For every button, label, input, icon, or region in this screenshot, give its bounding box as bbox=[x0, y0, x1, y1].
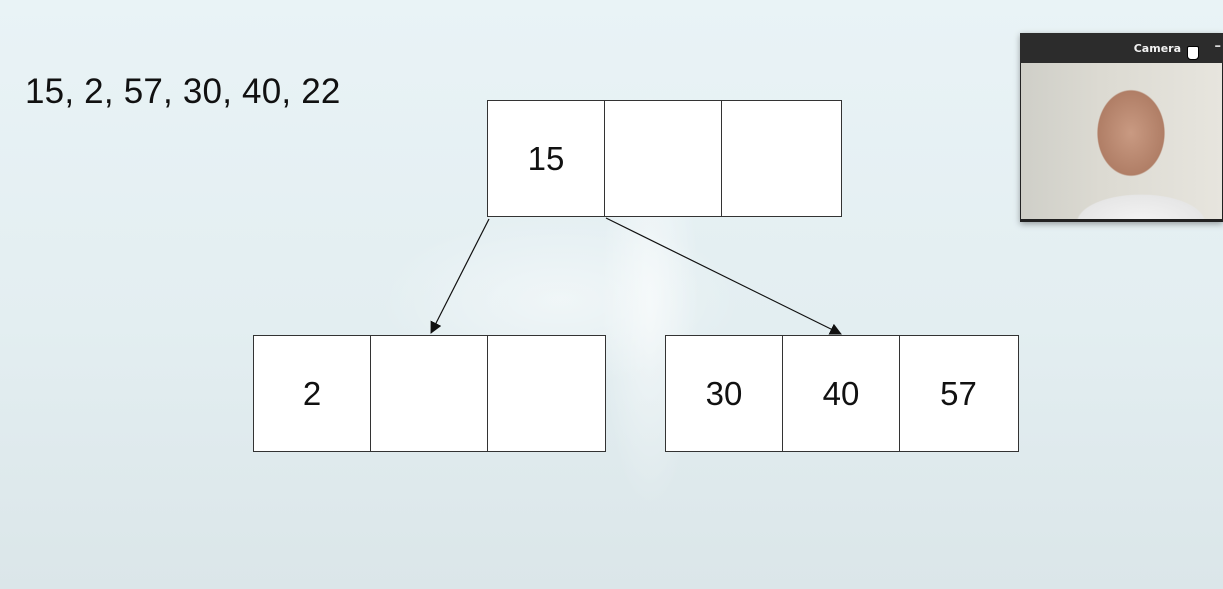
right-key-2: 40 bbox=[783, 336, 900, 451]
minimize-button[interactable]: – bbox=[1214, 39, 1222, 54]
left-key-2 bbox=[371, 336, 488, 451]
right-key-1: 30 bbox=[666, 336, 783, 451]
edge-root-to-right bbox=[605, 217, 842, 335]
root-node: 15 bbox=[487, 100, 842, 217]
insertion-sequence: 15, 2, 57, 30, 40, 22 bbox=[25, 72, 341, 111]
left-key-3 bbox=[488, 336, 605, 451]
camera-title: Camera bbox=[1133, 41, 1181, 55]
root-key-3 bbox=[722, 101, 839, 216]
right-child-node: 30 40 57 bbox=[665, 335, 1019, 452]
right-key-3: 57 bbox=[940, 374, 977, 412]
left-child-node: 2 bbox=[253, 335, 606, 452]
camera-title-bar[interactable]: Camera – bbox=[1020, 33, 1223, 63]
hand-cursor-icon bbox=[1187, 46, 1199, 60]
camera-video-feed bbox=[1021, 63, 1222, 219]
camera-window[interactable]: Camera – bbox=[1020, 33, 1223, 222]
root-key-2 bbox=[605, 101, 722, 216]
left-key-1: 2 bbox=[254, 336, 371, 451]
root-key-1: 15 bbox=[488, 101, 605, 216]
edge-root-to-left bbox=[430, 218, 490, 334]
